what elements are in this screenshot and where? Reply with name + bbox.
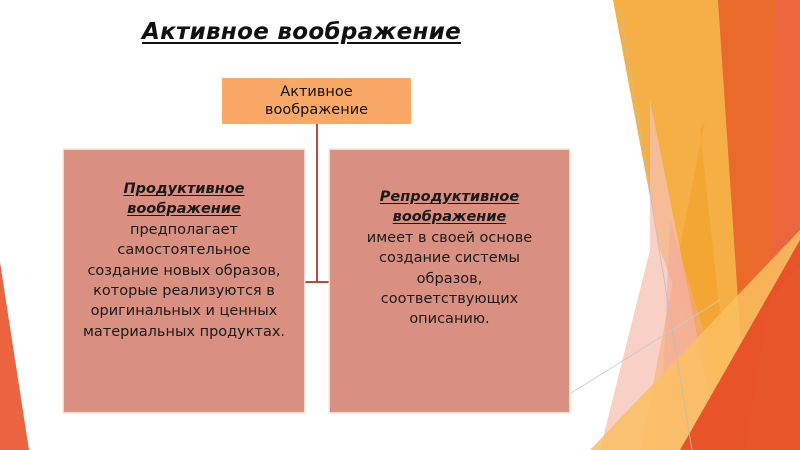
child-node-text-line: предполагает <box>129 221 238 238</box>
child-node-text-line: образов, <box>416 270 483 287</box>
child-node-heading: воображение <box>392 209 507 226</box>
root-node-line: воображение <box>264 102 369 118</box>
left-accent-triangle <box>0 262 29 450</box>
child-node-text-line: создание новых образов, <box>87 262 281 279</box>
child-node-text-line: соответствующих <box>380 291 519 308</box>
child-node-heading: Продуктивное <box>123 181 245 197</box>
child-node-text-line: имеет в своей основе <box>366 229 533 246</box>
connector-vertical-line <box>316 124 318 282</box>
child-node-text-line: описанию. <box>409 311 490 328</box>
root-node-active-imagination: Активное воображение <box>222 78 411 124</box>
child-node-text-line: материальных продуктах. <box>82 323 286 340</box>
child-node-text-line: которые реализуются в <box>93 283 275 300</box>
child-node-text-line: создание системы <box>378 250 521 267</box>
slide-title: Активное воображение <box>142 19 462 45</box>
child-node-reproductive-imagination: Репродуктивное воображение имеет в своей… <box>330 150 569 412</box>
child-node-productive-imagination: Продуктивное воображение предполагает са… <box>64 150 304 412</box>
child-node-text-line: оригинальных и ценных <box>90 303 278 320</box>
root-node-line: Активное <box>280 84 353 100</box>
child-node-heading: воображение <box>127 201 241 218</box>
child-node-text-line: самостоятельное <box>117 242 251 259</box>
child-node-heading: Репродуктивное <box>379 189 520 205</box>
connector-horizontal-tick <box>305 281 329 283</box>
